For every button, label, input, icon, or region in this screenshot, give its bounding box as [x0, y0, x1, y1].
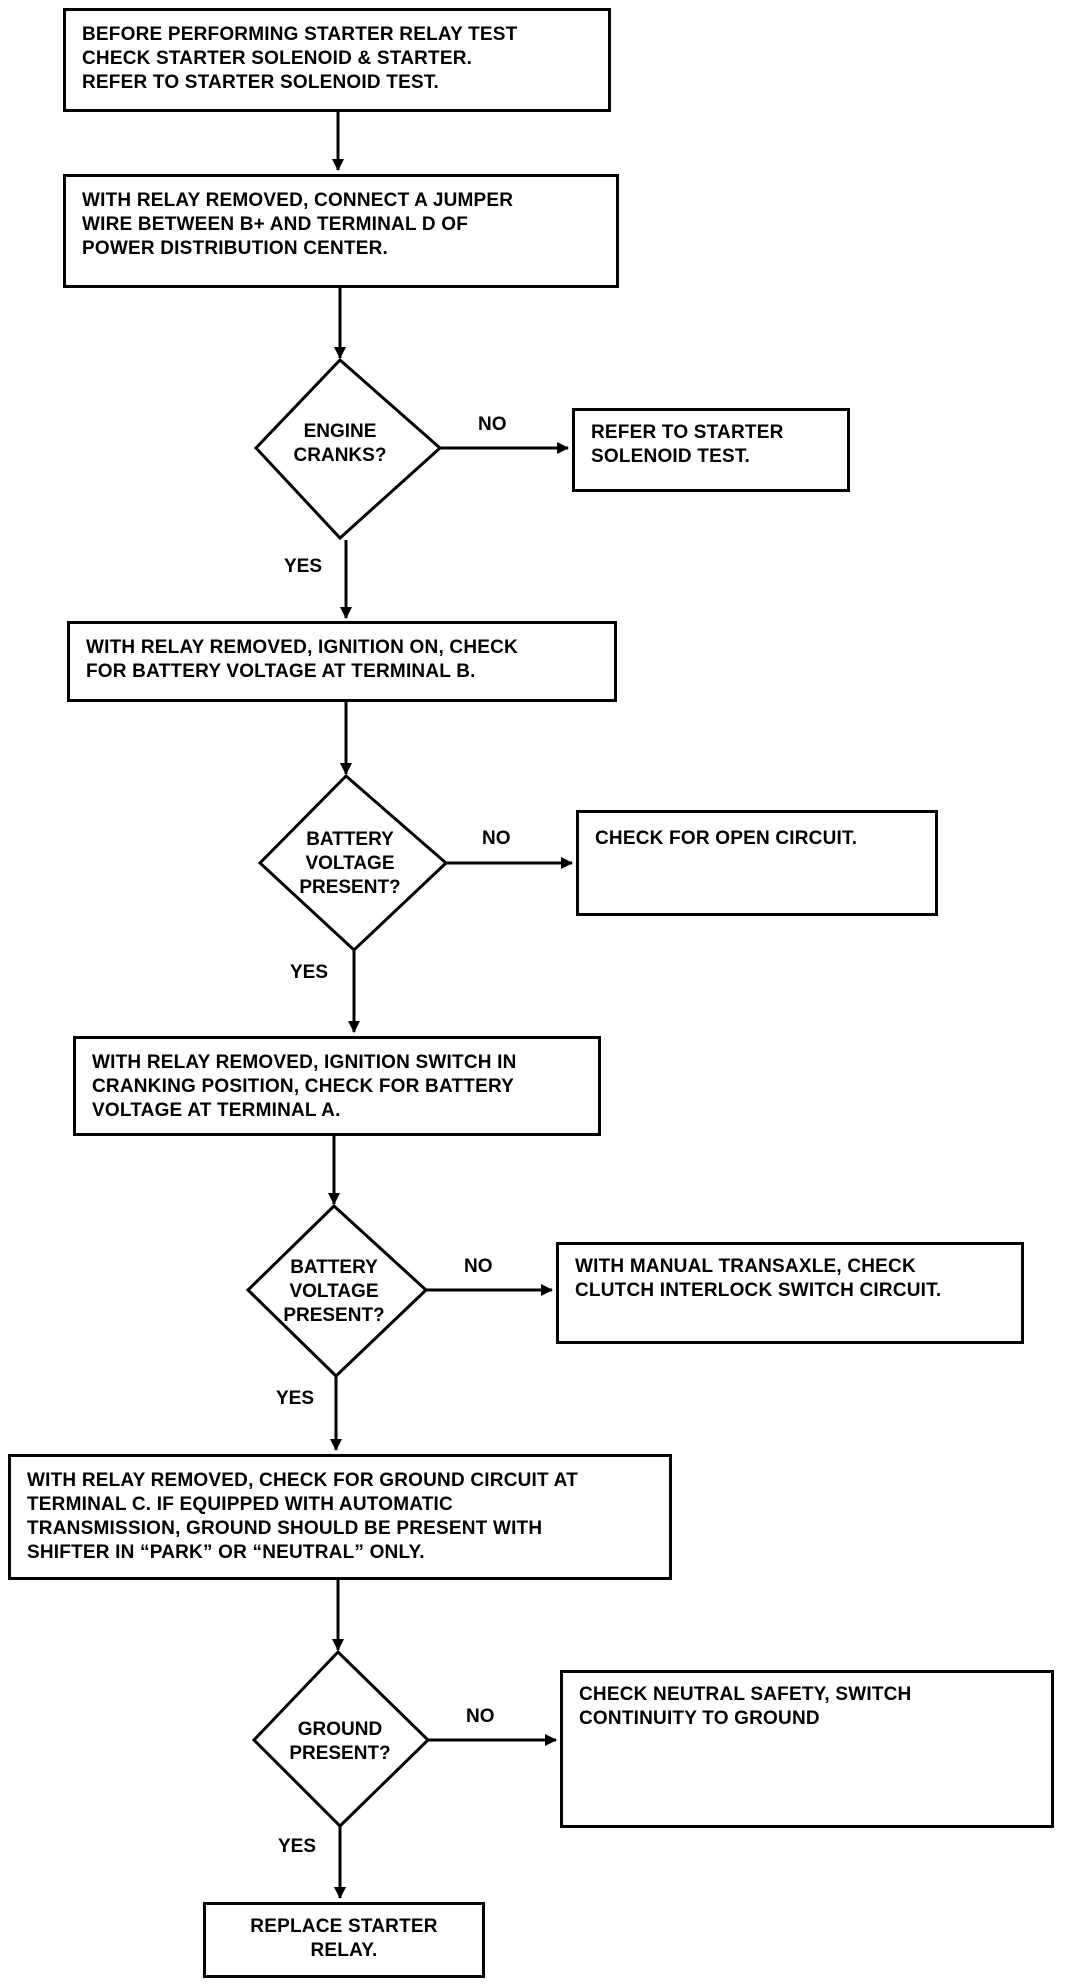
step-box-5: WITH RELAY REMOVED, CHECK FOR GROUND CIR… [8, 1454, 672, 1580]
step-text-3: WITH RELAY REMOVED, IGNITION ON, CHECK F… [86, 637, 518, 682]
decision-diamond-d4 [251, 1649, 431, 1829]
step-box-4: WITH RELAY REMOVED, IGNITION SWITCH IN C… [73, 1036, 601, 1136]
outcome-box-4: CHECK NEUTRAL SAFETY, SWITCH CONTINUITY … [560, 1670, 1054, 1828]
step-text-4: WITH RELAY REMOVED, IGNITION SWITCH IN C… [92, 1052, 517, 1121]
step-box-1: BEFORE PERFORMING STARTER RELAY TEST CHE… [63, 8, 611, 112]
edge-label-no-2: NO [482, 828, 511, 849]
edge-label-yes-4: YES [278, 1836, 317, 1857]
step-text-1: BEFORE PERFORMING STARTER RELAY TEST CHE… [82, 24, 518, 93]
decision-label-d4: GROUND PRESENT? [289, 1719, 391, 1764]
edge-label-no-1: NO [478, 414, 507, 435]
step-text-2: WITH RELAY REMOVED, CONNECT A JUMPER WIR… [82, 190, 514, 259]
end-text: REPLACE STARTER RELAY. [250, 1916, 438, 1961]
step-box-2: WITH RELAY REMOVED, CONNECT A JUMPER WIR… [63, 174, 619, 288]
decision-label-d2: BATTERY VOLTAGE PRESENT? [299, 829, 401, 898]
outcome-box-1: REFER TO STARTER SOLENOID TEST. [572, 408, 850, 492]
edge-label-no-3: NO [464, 1256, 493, 1277]
outcome-text-3: WITH MANUAL TRANSAXLE, CHECK CLUTCH INTE… [575, 1256, 942, 1301]
decision-diamond-d2 [257, 773, 449, 953]
edge-label-yes-1: YES [284, 556, 323, 577]
outcome-box-2: CHECK FOR OPEN CIRCUIT. [576, 810, 938, 916]
decision-label-d3: BATTERY VOLTAGE PRESENT? [283, 1257, 385, 1326]
outcome-text-2: CHECK FOR OPEN CIRCUIT. [595, 828, 858, 849]
outcome-text-4: CHECK NEUTRAL SAFETY, SWITCH CONTINUITY … [579, 1684, 912, 1729]
decision-diamond-d1 [253, 357, 443, 541]
decision-label-d1: ENGINE CRANKS? [293, 421, 387, 466]
edge-label-no-4: NO [466, 1706, 495, 1727]
decision-diamond-d3 [245, 1203, 429, 1379]
outcome-box-3: WITH MANUAL TRANSAXLE, CHECK CLUTCH INTE… [556, 1242, 1024, 1344]
edge-label-yes-2: YES [290, 962, 329, 983]
end-box-replace-relay: REPLACE STARTER RELAY. [203, 1902, 485, 1978]
step-text-5: WITH RELAY REMOVED, CHECK FOR GROUND CIR… [27, 1470, 578, 1563]
outcome-text-1: REFER TO STARTER SOLENOID TEST. [591, 422, 784, 467]
step-box-3: WITH RELAY REMOVED, IGNITION ON, CHECK F… [67, 621, 617, 702]
edge-label-yes-3: YES [276, 1388, 315, 1409]
